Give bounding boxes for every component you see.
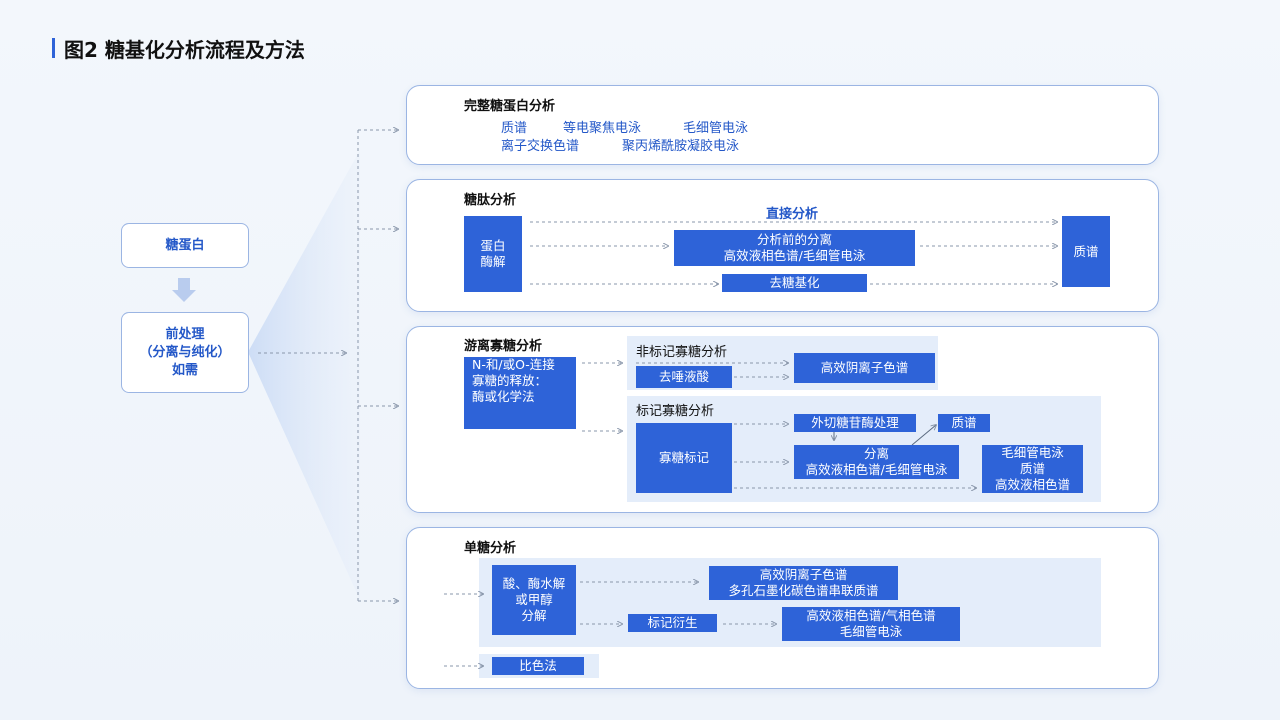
labeled-title: 标记寡糖分析: [636, 404, 715, 419]
oligo-labeling-label: 寡糖标记: [658, 450, 709, 465]
page-title: 图2 糖基化分析流程及方法: [64, 38, 305, 62]
glycopeptide-ms-label: 质谱: [1073, 243, 1099, 259]
mono-hpaec-line-2: 多孔石墨化碳色谱串联质谱: [728, 583, 879, 598]
deglycosylation-box: 去糖基化: [722, 274, 867, 292]
method-ce: 毛细管电泳: [683, 121, 749, 136]
pretreatment-line-3: 如需: [171, 362, 198, 378]
fan-shape: [248, 150, 360, 600]
colorimetric-label: 比色法: [519, 658, 557, 673]
oligo-detection-line-3: 高效液相色谱: [994, 477, 1070, 492]
oligo-separation-line-2: 高效液相色谱/毛细管电泳: [805, 462, 948, 477]
digest-line-1: 蛋白: [480, 238, 506, 253]
card-free-oligo-title: 游离寡糖分析: [464, 339, 543, 354]
pretreatment-box: 前处理 （分离与纯化） 如需: [121, 312, 249, 393]
oligo-ms-box: 质谱: [938, 414, 990, 432]
oligo-detection-box: 毛细管电泳 质谱 高效液相色谱: [982, 445, 1083, 493]
method-page: 聚丙烯酰胺凝胶电泳: [622, 139, 740, 154]
digest-box: 蛋白 酶解: [464, 216, 522, 292]
card-intact-glycoprotein: [406, 85, 1159, 165]
glycoprotein-box: 糖蛋白: [121, 223, 249, 268]
direct-analysis-label: 直接分析: [766, 207, 819, 222]
title-accent-bar: [52, 38, 55, 58]
hydrolysis-line-3: 分解: [521, 608, 547, 623]
glycoprotein-label: 糖蛋白: [165, 237, 205, 253]
mono-hpaec-box: 高效阴离子色谱 多孔石墨化碳色谱串联质谱: [709, 566, 898, 600]
derivatization-box: 标记衍生: [628, 614, 717, 632]
hpaec-oligo-box: 高效阴离子色谱: [794, 353, 935, 383]
pretreatment-line-1: 前处理: [165, 326, 205, 342]
pre-separation-line-2: 高效液相色谱/毛细管电泳: [723, 248, 866, 263]
mono-hplc-gc-line-2: 毛细管电泳: [839, 624, 903, 639]
desialylation-label: 去唾液酸: [658, 369, 709, 384]
release-box: N-和/或O-连接 寡糖的释放： 酶或化学法: [464, 357, 576, 429]
oligo-detection-line-2: 质谱: [1019, 461, 1045, 476]
pretreatment-line-2: （分离与纯化）: [139, 344, 231, 360]
mono-hplc-gc-box: 高效液相色谱/气相色谱 毛细管电泳: [782, 607, 960, 641]
card-glycopeptide-title: 糖肽分析: [464, 193, 517, 208]
down-arrow: [172, 278, 196, 302]
mono-hpaec-line-1: 高效阴离子色谱: [759, 567, 848, 582]
oligo-separation-box: 分离 高效液相色谱/毛细管电泳: [794, 445, 959, 479]
oligo-labeling-box: 寡糖标记: [636, 423, 732, 493]
glycopeptide-ms-box: 质谱: [1062, 216, 1110, 287]
release-line-1: N-和/或O-连接: [472, 357, 555, 372]
pre-separation-line-1: 分析前的分离: [756, 232, 832, 247]
oligo-ms-label: 质谱: [951, 415, 977, 430]
deglycosylation-label: 去糖基化: [769, 275, 820, 290]
card-intact-title: 完整糖蛋白分析: [464, 99, 556, 114]
unlabeled-title: 非标记寡糖分析: [636, 345, 728, 360]
hydrolysis-line-1: 酸、酶水解: [502, 576, 566, 591]
pre-separation-box: 分析前的分离 高效液相色谱/毛细管电泳: [674, 230, 915, 266]
exoglycosidase-label: 外切糖苷酶处理: [811, 415, 899, 430]
digest-line-2: 酶解: [480, 254, 506, 269]
method-ief: 等电聚焦电泳: [563, 121, 642, 136]
method-ms: 质谱: [501, 121, 528, 136]
hydrolysis-line-2: 或甲醇: [515, 592, 553, 607]
card-mono-title: 单糖分析: [464, 541, 517, 556]
release-line-3: 酶或化学法: [472, 389, 535, 404]
oligo-separation-line-1: 分离: [863, 446, 889, 461]
oligo-detection-line-1: 毛细管电泳: [1001, 445, 1064, 460]
mono-hplc-gc-line-1: 高效液相色谱/气相色谱: [806, 608, 936, 623]
exoglycosidase-box: 外切糖苷酶处理: [794, 414, 916, 432]
release-line-2: 寡糖的释放：: [472, 373, 548, 388]
derivatization-label: 标记衍生: [647, 615, 698, 630]
hpaec-oligo-label: 高效阴离子色谱: [820, 360, 909, 375]
colorimetric-box: 比色法: [492, 657, 584, 675]
method-iex: 离子交换色谱: [501, 139, 580, 154]
hydrolysis-box: 酸、酶水解 或甲醇 分解: [492, 565, 576, 635]
desialylation-box: 去唾液酸: [636, 366, 732, 388]
